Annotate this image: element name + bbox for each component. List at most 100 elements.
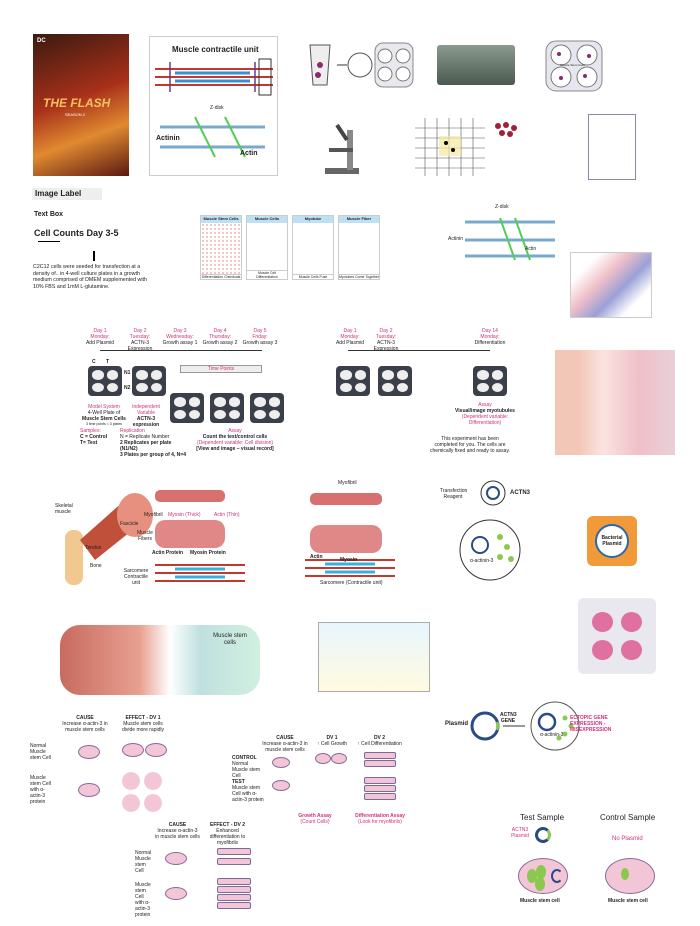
actin-label: Actin [240, 150, 258, 157]
well-plate [336, 366, 370, 396]
myofibril-image [570, 252, 652, 318]
growth-assay-label: Growth Assay(Count Cells) [298, 813, 332, 825]
actin-label: Actin [525, 246, 537, 252]
text-box[interactable]: Text Box [34, 211, 64, 218]
actin-protein-label: Actin Protein [152, 550, 184, 556]
muscle-stem-cells-label: Muscle stem cells [213, 633, 247, 647]
cell-cluster [120, 770, 165, 815]
myotube [364, 752, 396, 759]
sarcomere-illustration [155, 58, 273, 158]
bacterial-plasmid-image: Bacterial Plasmid [587, 516, 637, 566]
image-label[interactable]: Image Label [32, 188, 102, 200]
cell [272, 780, 290, 791]
well-plate [170, 393, 204, 423]
control-label: C [92, 359, 96, 365]
actinin3-label: α-actinin-3 [470, 558, 494, 564]
actn3-gene-label: ACTN3 GENE [500, 712, 517, 724]
plasmid-label: Plasmid [445, 721, 469, 727]
flow-caption: Muscle Cell Differentiation [247, 269, 287, 279]
myotube [217, 886, 251, 893]
well-plate [378, 366, 412, 396]
tendon-label: Tendon [85, 545, 102, 551]
cell-signaling-diagram [318, 622, 430, 692]
myosin-protein-label: Myosin Protein [190, 550, 226, 556]
bone-label: Bone [90, 563, 102, 569]
muscle-signaling-illustration [555, 350, 675, 455]
sarcomere-label: Sarcomere (Contractile unit) [320, 580, 383, 586]
time-points-bar: Time Points [180, 365, 262, 373]
test-cell-label: Muscle stem cell [520, 898, 560, 904]
myofibril-label: Myofibril [338, 480, 357, 486]
well-plate [88, 366, 122, 396]
cell-counts-heading[interactable]: Cell Counts Day 3-5 [34, 228, 119, 238]
flow-caption: Differentiation Chemicals [201, 273, 241, 279]
n2-label: N2 [124, 385, 131, 391]
test-stem-cell [518, 858, 568, 894]
myofibril-label: Myofibril [144, 512, 163, 518]
zdisk-label: Z-disk [495, 204, 509, 210]
cell [122, 743, 144, 757]
poster-subtitle: SEASON 2 [65, 112, 86, 117]
zdisk-label: Z-disk [210, 105, 224, 111]
cell [145, 743, 167, 757]
myosin-label: Myosin [340, 557, 358, 563]
no-plasmid-label: No Plasmid [612, 836, 643, 842]
flow-caption: Myotubes Come Together [339, 273, 380, 279]
test-sample-title: Test Sample [520, 813, 565, 822]
down-arrow-icon [93, 251, 95, 261]
cell [165, 852, 187, 865]
contractile-unit-diagram: Muscle contractile unit Z-disk Actinin A… [149, 36, 278, 176]
myosin-thick-label: Myosin (Thick) [168, 512, 201, 518]
z-disk-diagram [465, 217, 555, 261]
method-paragraph[interactable]: C2C12 cells were seeded for transfection… [33, 264, 147, 290]
actinin-label: Actinin [448, 236, 464, 242]
well-plate-photo [578, 598, 656, 674]
differentiation-assay-label: Differentiation Assay(Look for myofibril… [355, 813, 405, 825]
four-well-plate-illustration [545, 40, 603, 92]
transfection-reagent-label: Transfection Reagent [440, 488, 468, 500]
myotube [217, 878, 251, 885]
myotube [364, 785, 396, 792]
muscle-fibers-label: Muscle Fibers [137, 530, 153, 542]
well-plate [473, 366, 507, 396]
myotube [217, 858, 251, 865]
flow-header: Muscle Cells [247, 216, 287, 223]
control-stem-cell [605, 858, 655, 894]
muscle-tissue-illustration [60, 625, 260, 695]
timeline-axis [100, 350, 262, 351]
actinin3-label: α-actinin-3 [540, 732, 564, 738]
cell [78, 745, 100, 759]
microscope-icon [325, 123, 359, 174]
flow-caption: Muscle Cells Fuse [293, 273, 333, 279]
myotube [364, 793, 396, 800]
skeletal-muscle-label: Skeletal muscle [55, 503, 73, 515]
cells-cluster [495, 122, 517, 137]
myofibril-diagram [305, 493, 395, 577]
plasmid-icon [535, 827, 551, 843]
microscope-slide-photo [437, 45, 515, 85]
flash-poster: DC THE FLASH SEASON 2 [33, 34, 129, 176]
myotube [364, 777, 396, 784]
well-plate [250, 393, 284, 423]
flow-header: Myotube [293, 216, 333, 223]
well-plate [210, 393, 244, 423]
poster-title: THE FLASH [43, 96, 111, 110]
